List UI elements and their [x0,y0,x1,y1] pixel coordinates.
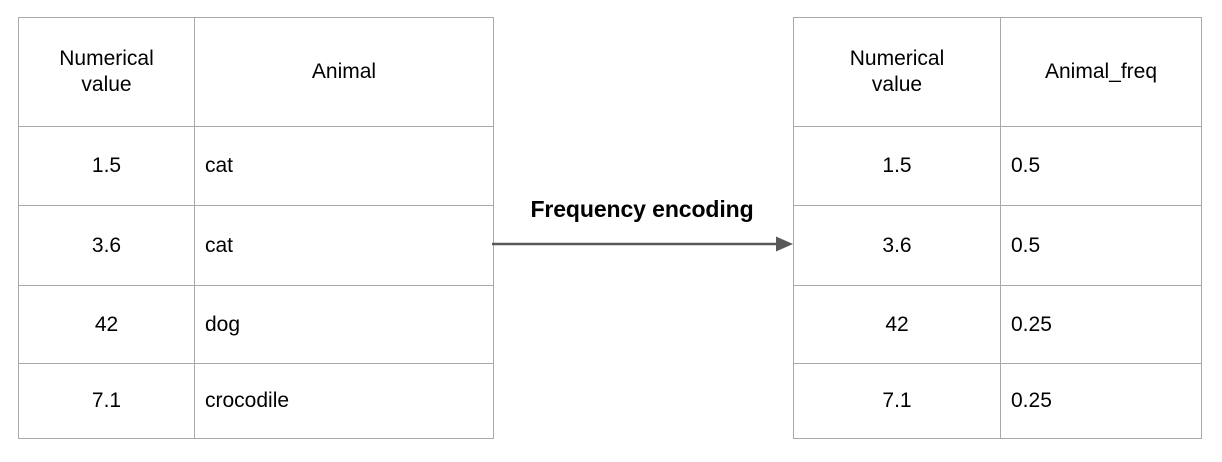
source-cell-animal: dog [194,285,494,364]
table-header-row: Numerical value Animal [18,17,494,127]
source-cell-value: 3.6 [18,205,195,286]
transform-label: Frequency encoding [530,196,754,222]
source-cell-animal: cat [194,205,494,286]
header-line-1: Numerical [59,47,154,71]
source-header-numerical-value: Numerical value [18,17,195,127]
encoded-header-numerical-value: Numerical value [793,17,1001,127]
encoded-cell-freq: 0.5 [1000,205,1202,286]
table-row: 1.5 0.5 [793,126,1202,206]
table-row: 7.1 crocodile [18,363,494,439]
header-line-2: value [81,73,132,96]
table-row: 1.5 cat [18,126,494,206]
encoded-cell-value: 7.1 [793,363,1001,439]
table-row: 7.1 0.25 [793,363,1202,439]
right-arrow-icon [492,236,793,252]
table-row: 42 0.25 [793,285,1202,364]
encoded-cell-freq: 0.5 [1000,126,1202,206]
source-header-animal: Animal [194,17,494,127]
source-cell-animal: crocodile [194,363,494,439]
encoded-cell-value: 42 [793,285,1001,364]
source-cell-animal: cat [194,126,494,206]
source-cell-value: 1.5 [18,126,195,206]
header-line-2: value [871,73,923,96]
source-cell-value: 42 [18,285,195,364]
source-cell-value: 7.1 [18,363,195,439]
table-row: 3.6 cat [18,205,494,286]
encoded-cell-freq: 0.25 [1000,285,1202,364]
encoded-header-animal-freq: Animal_freq [1000,17,1202,127]
header-line-1: Numerical [849,47,945,71]
table-row: 42 dog [18,285,494,364]
encoded-table: Numerical value Animal_freq 1.5 0.5 3.6 … [793,17,1202,439]
table-row: 3.6 0.5 [793,205,1202,286]
source-table: Numerical value Animal 1.5 cat 3.6 cat 4… [18,17,494,439]
encoded-cell-value: 3.6 [793,205,1001,286]
encoded-cell-freq: 0.25 [1000,363,1202,439]
encoded-cell-value: 1.5 [793,126,1001,206]
table-header-row: Numerical value Animal_freq [793,17,1202,127]
